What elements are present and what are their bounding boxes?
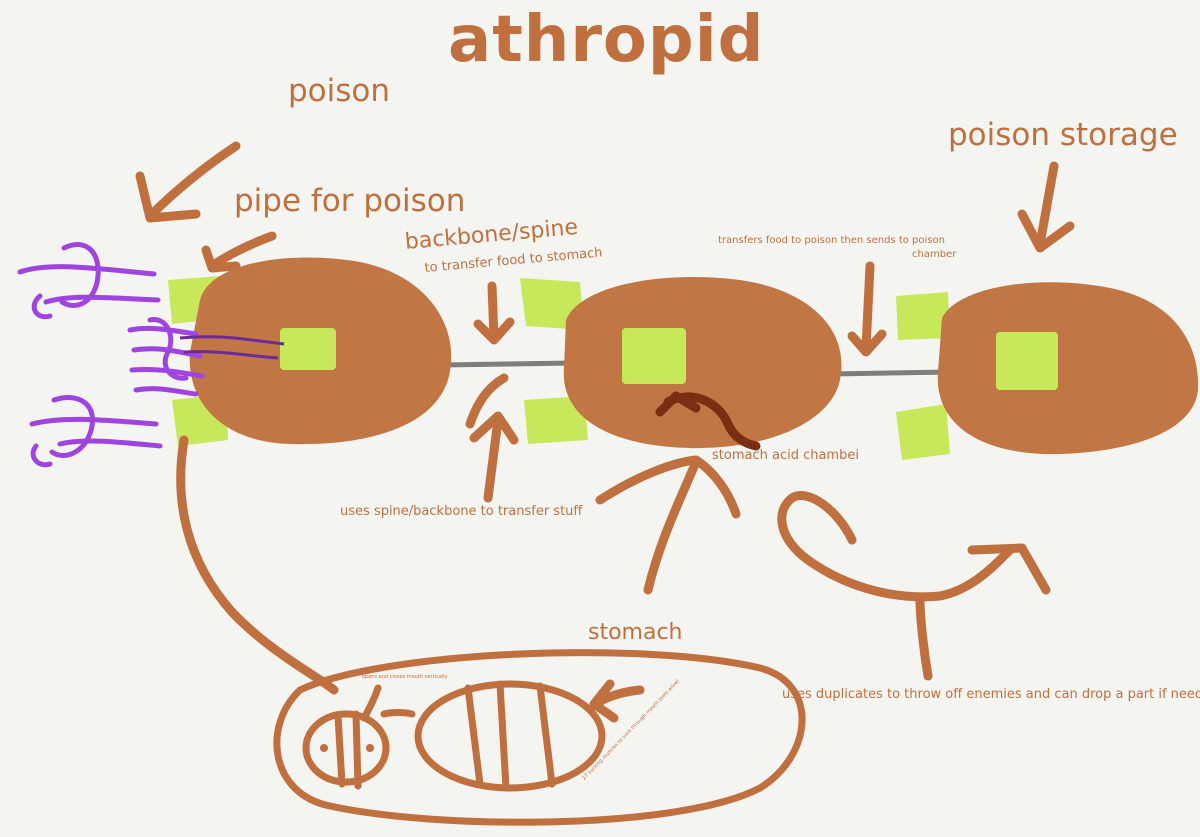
mouth-eyes [320,744,374,752]
annotation-arrows [135,141,1075,723]
diagram-title: athropid [448,3,765,77]
label-transfers-line2: chamber [912,249,957,260]
label-stomach: stomach [588,620,683,645]
label-poison-storage: poison storage [948,117,1178,153]
label-pipe-for-poison: pipe for poison [234,183,466,219]
label-duplicates: uses duplicates to throw off enemies and… [782,687,1200,702]
spine-backbone [437,360,953,377]
label-transfers-line1: transfers food to poison then sends to p… [718,235,945,246]
label-poison: poison [288,73,391,109]
label-mouth: opens and closes mouth vertically [362,674,448,680]
poison-gas-dark [179,335,285,360]
body-segment-head [189,257,452,445]
label-uses-spine: uses spine/backbone to transfer stuff [340,504,583,519]
label-stomach-acid: stomach acid chambei [712,448,859,463]
body-segment-middle [563,277,842,449]
stomach-acid-arrow [655,391,761,451]
mouth-stomach-diagram [273,649,806,826]
poison-gas [17,242,205,468]
body-segment-tail [937,282,1199,455]
